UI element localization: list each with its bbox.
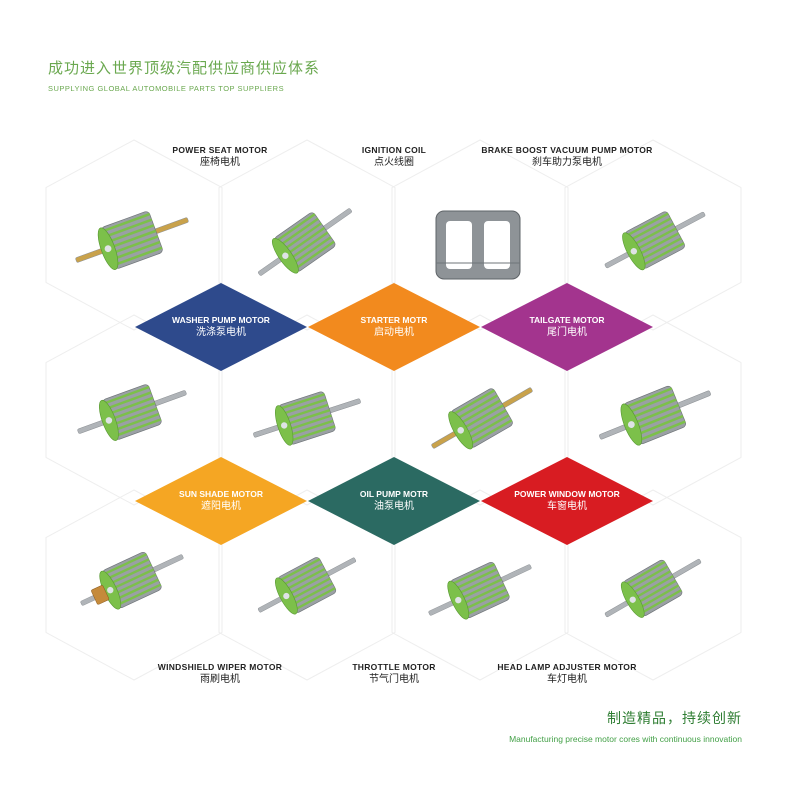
motor-core-icon (77, 384, 187, 441)
slogan: 制造精品，持续创新 (607, 711, 742, 727)
motor-core-icon (258, 557, 356, 615)
motor-core-icon (253, 391, 361, 446)
hexagon-outline (218, 139, 396, 331)
category-diamond (308, 457, 480, 545)
label-oil-pump-motr: OIL PUMP MOTR 油泵电机 (359, 489, 429, 512)
label-head-lamp-adjuster-motor: HEAD LAMP ADJUSTER MOTOR 车灯电机 (497, 662, 637, 685)
hexagon-outline (564, 139, 742, 331)
motor-core-icon (604, 211, 706, 271)
motor-core-icon (428, 562, 532, 620)
label-brake-boost-vacuum-pump-motor: BRAKE BOOST VACUUM PUMP MOTOR 刹车助力泵电机 (481, 145, 653, 168)
header: 成功进入世界顶级汽配供应商供应体系 SUPPLYING GLOBAL AUTOM… (48, 58, 320, 94)
label-starter-motr: STARTER MOTR 启动电机 (360, 315, 428, 338)
label-tailgate-motor: TAILGATE MOTOR 尾门电机 (529, 315, 605, 338)
slogan-english: Manufacturing precise motor cores with c… (509, 734, 742, 744)
page-title: 成功进入世界顶级汽配供应商供应体系 (48, 59, 321, 77)
label-sun-shade-motor: SUN SHADE MOTOR 遮阳电机 (179, 489, 263, 512)
label-windshield-wiper-motor: WINDSHIELD WIPER MOTOR 雨刷电机 (157, 662, 283, 685)
motor-core-icon (431, 387, 533, 450)
category-diamond (481, 283, 653, 371)
category-diamond (481, 457, 653, 545)
label-washer-pump-motor: WASHER PUMP MOTOR 洗涤泵电机 (172, 315, 270, 338)
label-ignition-coil: IGNITION COIL 点火线圈 (361, 145, 427, 168)
motor-core-icon (599, 385, 711, 446)
motor-core-icon (604, 559, 702, 618)
label-throttle-motor: THROTTLE MOTOR 节气门电机 (352, 662, 436, 685)
ignition-coil-core-icon (435, 210, 521, 280)
category-diamond (308, 283, 480, 371)
page-subtitle: SUPPLYING GLOBAL AUTOMOBILE PARTS TOP SU… (48, 84, 285, 93)
motor-core-icon (258, 208, 352, 276)
hexagon-outline (391, 139, 569, 331)
category-diamond (135, 457, 307, 545)
category-diamond (135, 283, 307, 371)
hexagon-outline (45, 139, 223, 331)
footer: 制造精品，持续创新 Manufacturing precise motor co… (509, 710, 742, 745)
label-power-seat-motor: POWER SEAT MOTOR 座椅电机 (172, 145, 268, 168)
motor-core-icon (80, 552, 184, 610)
label-power-window-motor: POWER WINDOW MOTOR 车窗电机 (514, 489, 620, 512)
motor-core-icon (75, 211, 189, 270)
